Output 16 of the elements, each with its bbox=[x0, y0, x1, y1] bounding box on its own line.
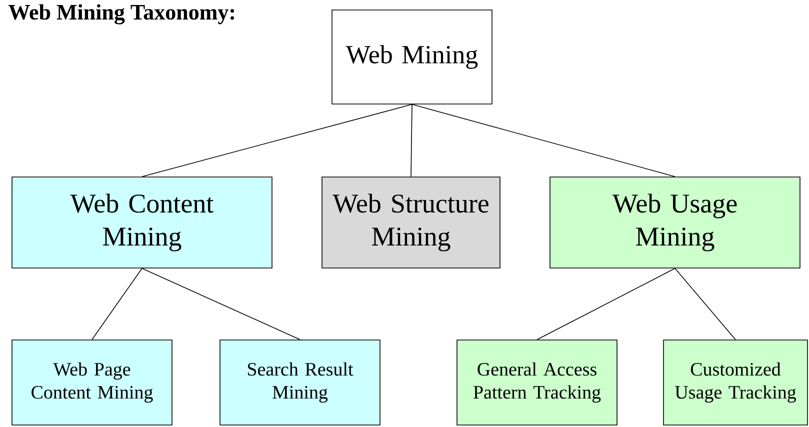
connector-line bbox=[92, 268, 142, 340]
category-box: General Access Pattern Tracking bbox=[456, 340, 618, 426]
connector-line bbox=[674, 268, 736, 340]
category-box: Web Usage Mining bbox=[550, 176, 800, 268]
connector-line bbox=[412, 104, 676, 177]
connector-line bbox=[142, 268, 300, 340]
connector-line bbox=[536, 268, 676, 340]
category-box: Web Mining bbox=[332, 10, 492, 104]
category-box: Web Page Content Mining bbox=[12, 340, 172, 426]
category-box: Web Content Mining bbox=[12, 176, 272, 268]
category-box: Web Structure Mining bbox=[322, 176, 500, 268]
connector-line bbox=[410, 104, 412, 177]
category-box: Search Result Mining bbox=[220, 340, 380, 426]
connector-line bbox=[142, 104, 412, 177]
title: Web Mining Taxonomy: bbox=[8, 4, 234, 24]
category-box: Customized Usage Tracking bbox=[663, 340, 808, 426]
